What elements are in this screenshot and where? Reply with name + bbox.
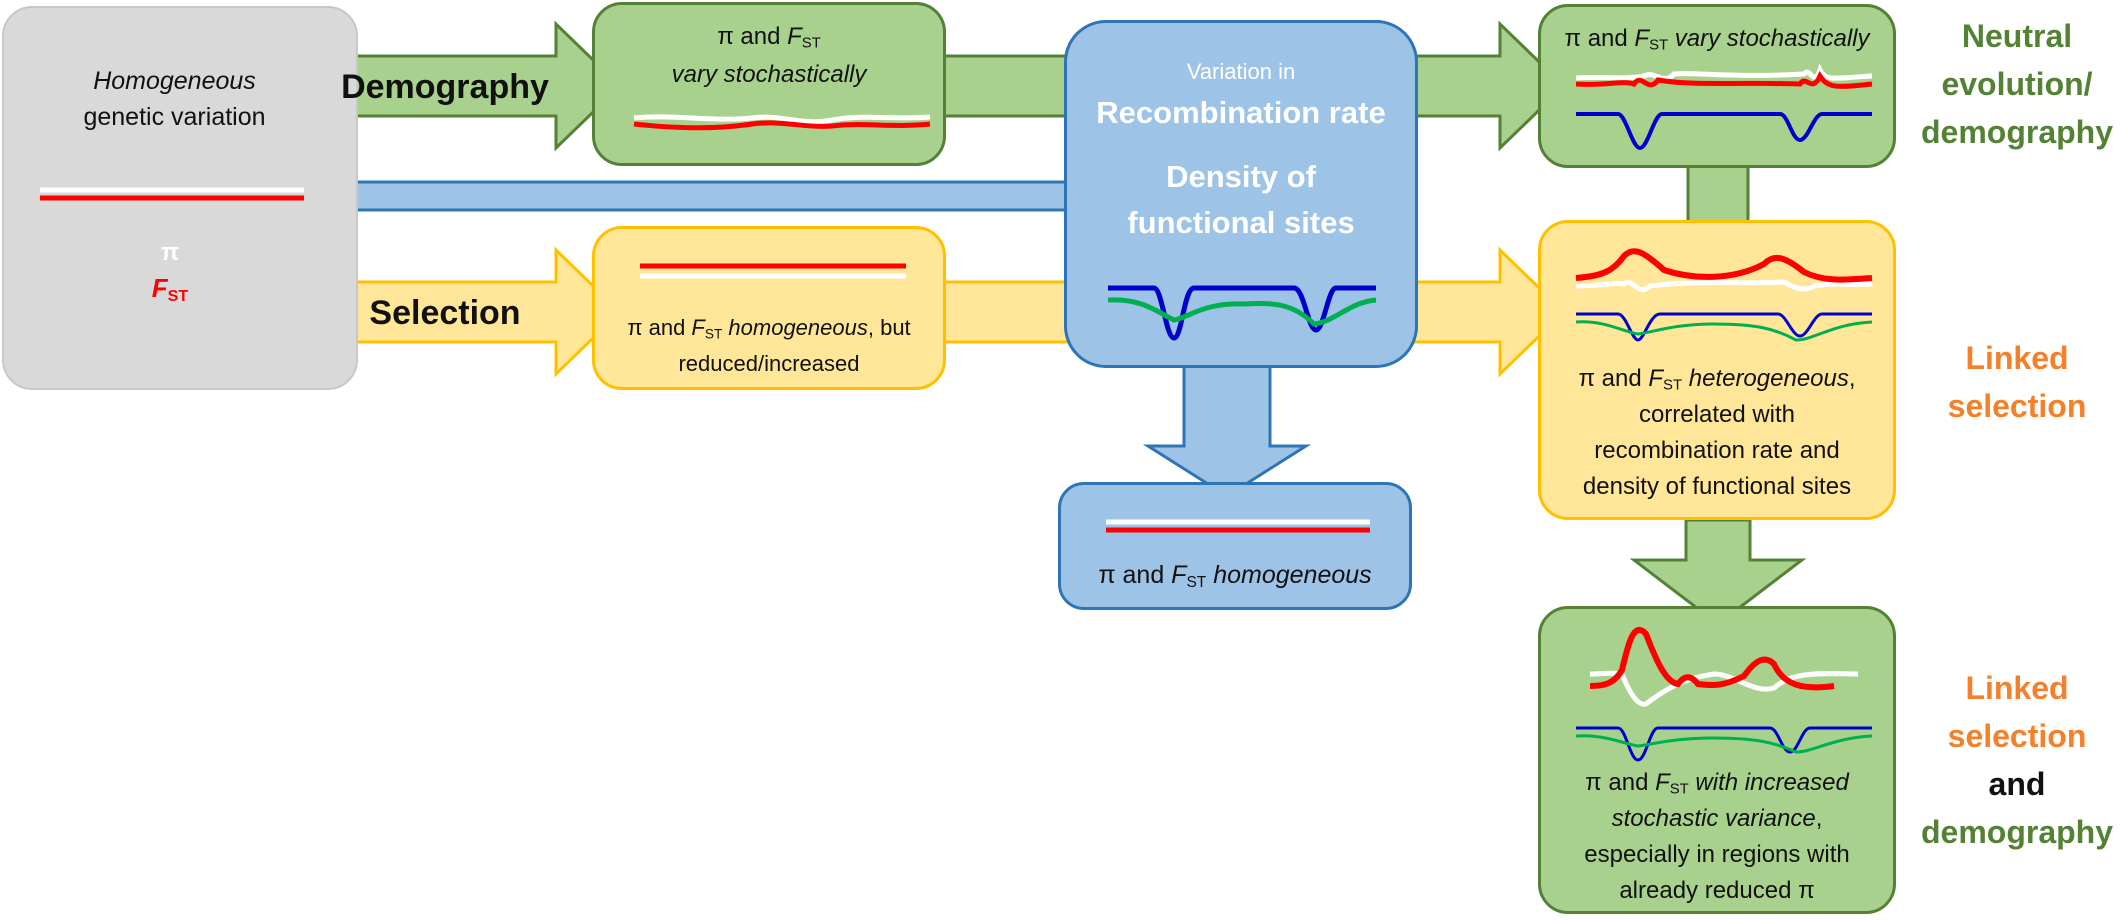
- label-combo-1: Linked: [1965, 670, 2069, 706]
- start-pi: π: [160, 239, 180, 266]
- bottom-a: π and: [1098, 561, 1172, 589]
- neutral-mid-text2: vary stochastically: [671, 61, 867, 88]
- right-mid-text2: correlated with: [1638, 401, 1796, 428]
- right-mid-a: π and: [1578, 365, 1649, 392]
- start-lines-icon: [40, 187, 304, 201]
- center-l3: functional sites: [1127, 205, 1355, 240]
- sel-mid-sub: ST: [704, 326, 723, 342]
- center-box: [1064, 20, 1418, 368]
- right-bottom-l2: stochastic variance: [1611, 805, 1816, 832]
- label-neutral-3: demography: [1920, 114, 2114, 150]
- selection-label: Selection: [369, 294, 521, 332]
- selection-mid-box: [592, 226, 946, 390]
- recombination-connector: [330, 180, 1094, 212]
- bottom-sub: ST: [1186, 573, 1207, 591]
- bottom-b: homogeneous: [1206, 561, 1372, 589]
- center-l2: Density of: [1166, 159, 1316, 194]
- demography-label: Demography: [341, 68, 549, 106]
- label-combo-4: demography: [1920, 814, 2114, 850]
- center-l1: Recombination rate: [1096, 95, 1386, 130]
- selection-mid-text2: reduced/increased: [678, 351, 860, 376]
- bottom-text: π and FST homogeneous: [1058, 560, 1412, 592]
- label-neutral-1: Neutral: [1961, 18, 2073, 54]
- center-down-arrow: [1142, 358, 1312, 498]
- sel-mid-a: π and: [627, 315, 692, 340]
- selection-mid-text1: π and FST homogeneous, but: [592, 314, 946, 342]
- right-bottom-text2: stochastic variance,: [1538, 804, 1896, 834]
- right-bottom-l2c: ,: [1815, 805, 1823, 832]
- bottom-box: [1058, 482, 1412, 610]
- right-bottom-f: F: [1655, 769, 1670, 796]
- right-down-arrow: [1629, 518, 1807, 626]
- right-top-b: vary stochastically: [1668, 25, 1870, 52]
- right-top-f: F: [1634, 25, 1650, 52]
- right-bottom-text3: especially in regions with: [1584, 841, 1850, 868]
- label-linked-1: Linked: [1965, 340, 2069, 376]
- sel-mid-f: F: [691, 315, 705, 340]
- center-small: Variation in: [1186, 59, 1296, 84]
- right-top-text: π and FST vary stochastically: [1538, 24, 1896, 55]
- label-linked-2: selection: [1947, 388, 2087, 424]
- right-bottom-b: with increased: [1688, 769, 1849, 796]
- neutral-mid-f: F: [787, 23, 802, 50]
- right-bottom-box: [1538, 606, 1896, 914]
- right-mid-f: F: [1648, 365, 1664, 392]
- right-mid-text4: density of functional sites: [1582, 473, 1852, 500]
- right-mid-text1: π and FST heterogeneous,: [1538, 364, 1896, 395]
- right-top-sub: ST: [1649, 37, 1669, 54]
- label-combo-2: selection: [1947, 718, 2087, 754]
- bottom-f: F: [1171, 561, 1187, 589]
- start-line2: genetic variation: [83, 103, 266, 131]
- neutral-mid-sub: ST: [801, 35, 821, 52]
- neutral-mid-text1: π and FST: [592, 22, 946, 53]
- center-curves-icon: [1107, 285, 1377, 341]
- right-mid-text3: recombination rate and: [1594, 437, 1840, 464]
- neutral-mid-box: [592, 2, 946, 166]
- start-fst-sub: ST: [167, 287, 189, 306]
- right-mid-sub: ST: [1663, 377, 1683, 394]
- right-mid-box: [1538, 220, 1896, 520]
- right-bottom-sub: ST: [1669, 781, 1689, 798]
- selection-mid-lines-icon: [640, 263, 906, 279]
- start-line1: Homogeneous: [93, 67, 256, 95]
- neutral-mid-lines-icon: [633, 114, 931, 131]
- start-fst: FST: [130, 272, 210, 306]
- neutral-mid-a: π and: [717, 23, 788, 50]
- label-neutral-2: evolution/: [1941, 66, 2093, 102]
- right-mid-c: ,: [1848, 365, 1856, 392]
- right-top-curves-icon: [1575, 64, 1873, 151]
- bottom-lines-icon: [1106, 519, 1370, 533]
- right-bottom-a: π and: [1585, 769, 1656, 796]
- start-fst-f: F: [151, 273, 168, 303]
- right-bottom-text4: already reduced π: [1619, 877, 1815, 904]
- right-bottom-text1: π and FST with increased: [1538, 768, 1896, 799]
- right-bottom-curves-icon: [1575, 626, 1873, 762]
- sel-mid-c: , but: [867, 315, 911, 340]
- right-top-a: π and: [1564, 25, 1635, 52]
- right-mid-b: heterogeneous: [1682, 365, 1849, 392]
- sel-mid-b: homogeneous: [722, 315, 868, 340]
- label-combo-3: and: [1988, 766, 2046, 802]
- right-mid-curves-icon: [1575, 248, 1873, 342]
